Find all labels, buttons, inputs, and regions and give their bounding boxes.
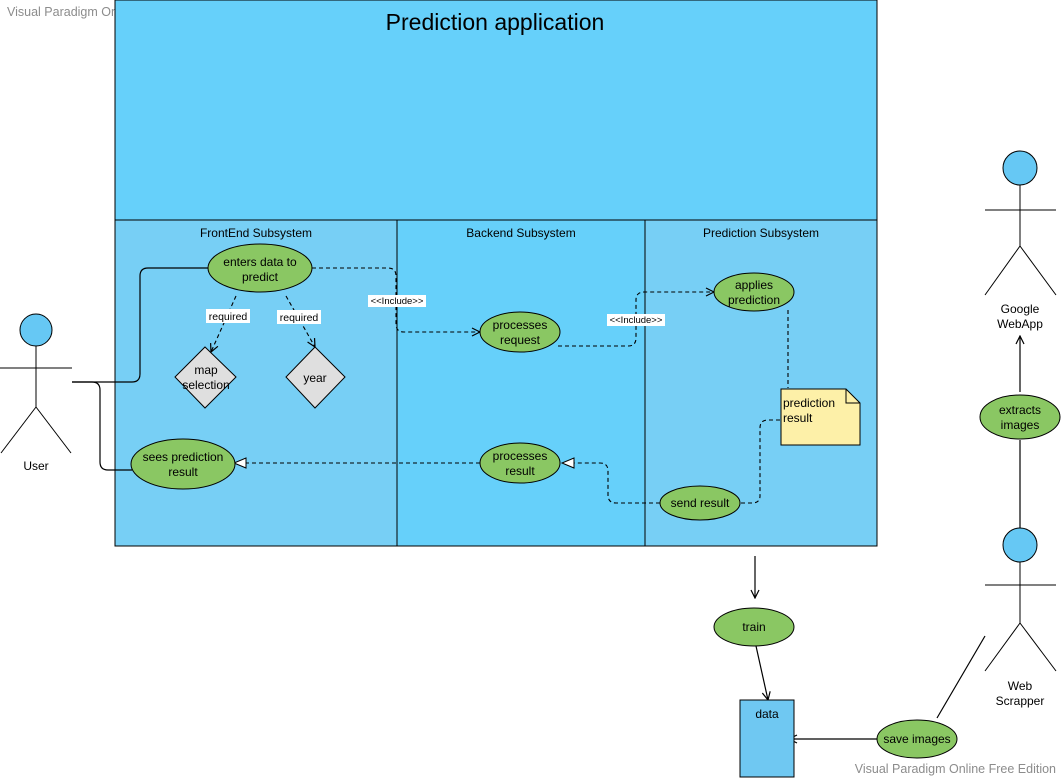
label-bg-include-1 [368,295,426,307]
flows [755,336,1020,739]
actor-google-label-line2: WebApp [997,317,1043,331]
decision-map-selection[interactable]: map selection [174,346,237,409]
usecase-enters-data[interactable]: enters data to predict [207,243,313,293]
actor-web-scrapper[interactable]: Web Scrapper [984,527,1057,708]
usecase-sees-result-line2: result [168,465,198,479]
usecase-extracts-images-line1: extracts [999,403,1041,417]
actor-scrapper-label-line2: Scrapper [996,694,1045,708]
assoc-user-enters[interactable] [72,267,210,383]
dep-required-map[interactable] [211,295,237,352]
actor-scrapper-head [1002,527,1038,563]
usecase-processes-request-line1: processes [493,318,548,332]
decision-year-label: year [303,371,326,385]
label-bg-required-1 [206,309,250,323]
usecase-train-label: train [742,620,765,634]
note-line1: prediction [783,396,835,410]
usecase-processes-request-line2: request [500,333,541,347]
usecase-train[interactable]: train [713,607,795,647]
usecase-sees-result-line1: sees prediction [143,450,224,464]
actor-user[interactable]: User [0,313,72,473]
actor-user-head [19,313,53,347]
usecase-send-result-label: send result [671,496,730,510]
dep-note-send[interactable] [740,419,780,504]
system-title: Prediction application [386,9,605,35]
watermark-bottom: Visual Paradigm Online Free Edition [855,762,1056,776]
lane-backend [396,219,646,547]
usecase-processes-result-line2: result [505,464,535,478]
usecase-send-result[interactable]: send result [659,485,741,521]
system-boundary[interactable]: Prediction application FrontEnd Subsyste… [114,0,878,547]
actor-google-label-line1: Google [1001,302,1040,316]
label-include-1: <<Include>> [371,296,424,307]
usecase-save-images-label: save images [883,732,950,746]
actor-google-head [1002,150,1038,186]
usecase-processes-result-line1: processes [493,449,548,463]
usecase-applies-prediction-line2: prediction [728,293,780,307]
decision-map-selection-line1: map [194,363,218,377]
actor-scrapper-label-line1: Web [1008,679,1033,693]
usecase-processes-result[interactable]: processes result [479,442,561,484]
edge-labels: required required <<Include>> <<Include>… [206,295,665,326]
usecase-enters-data-line2: predict [242,270,279,284]
actor-google-webapp[interactable]: Google WebApp [984,150,1057,331]
usecase-extracts-images-line2: images [1001,418,1040,432]
usecase-sees-result[interactable]: sees prediction result [130,438,236,490]
label-bg-required-2 [277,310,321,324]
datastore-label: data [755,707,779,721]
note-line2: result [783,411,813,425]
lane-title-backend: Backend Subsystem [466,226,575,240]
usecase-save-images[interactable]: save images [876,719,958,759]
datastore-data[interactable]: data [739,699,795,778]
decision-year[interactable]: year [285,346,346,409]
actor-user-label: User [23,459,48,473]
usecase-extracts-images[interactable]: extracts images [979,394,1061,440]
label-include-2: <<Include>> [610,315,663,326]
assoc-user-sees[interactable] [72,381,132,471]
usecase-applies-prediction-line1: applies [735,278,773,292]
usecase-enters-data-line1: enters data to [223,255,297,269]
label-required-2: required [280,312,319,324]
flow-scrapper-save[interactable] [936,635,986,719]
lane-title-frontend: FrontEnd Subsystem [200,226,312,240]
usecase-applies-prediction[interactable]: applies prediction [713,272,795,312]
flow-train-data[interactable] [755,645,768,700]
lane-title-prediction: Prediction Subsystem [703,226,819,240]
label-required-1: required [209,311,248,323]
system-header [114,0,878,221]
decision-map-selection-line2: selection [182,378,229,392]
connectors [72,267,210,471]
note-prediction-result[interactable]: prediction result [780,388,861,446]
usecase-processes-request[interactable]: processes request [479,311,561,353]
label-bg-include-2 [607,314,665,326]
